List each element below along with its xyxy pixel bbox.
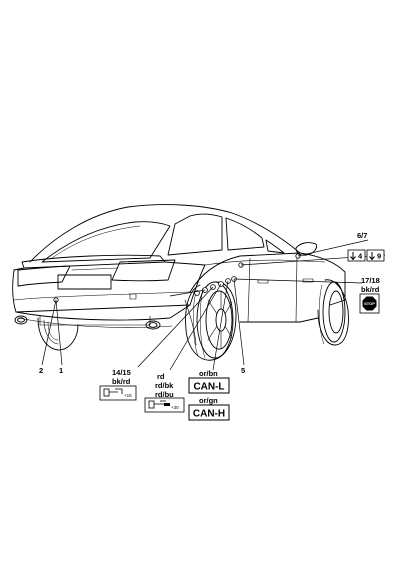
label-rd-bk: rd/bk — [155, 381, 174, 390]
label-6-7: 6/7 — [357, 231, 367, 240]
down-arrow-icon — [350, 252, 356, 261]
leader-lines — [41, 239, 386, 371]
can-h-badge: CAN-H — [188, 404, 230, 421]
terminal-15-badge: +15 — [99, 385, 137, 401]
front-wheel — [317, 279, 349, 346]
stop-badge-text: STOP — [364, 301, 375, 306]
label-rd-bu: rd/bu — [155, 390, 174, 399]
arrow-badge-4-text: 4 — [358, 252, 363, 261]
label-1: 1 — [59, 366, 63, 375]
arrow-badge-9-text: 9 — [377, 252, 381, 261]
car-illustration — [12, 204, 349, 361]
label-17-18-color: bk/rd — [361, 285, 380, 294]
wire-connector-icon — [103, 388, 123, 397]
label-rd: rd — [157, 372, 165, 381]
terminal-30-badge: +30 — [144, 397, 185, 413]
label-2: 2 — [39, 366, 43, 375]
label-or-bn: or/bn — [199, 369, 218, 378]
can-l-badge: CAN-L — [188, 377, 230, 394]
can-l-text: CAN-L — [193, 382, 224, 393]
label-5: 5 — [241, 366, 245, 375]
can-h-text: CAN-H — [193, 409, 225, 420]
stop-badge: STOP — [359, 293, 380, 314]
arrow-badge-9: 9 — [366, 249, 385, 262]
label-14-15-color: bk/rd — [112, 377, 131, 386]
down-arrow-icon — [369, 252, 375, 261]
terminal-30-text: +30 — [171, 405, 179, 410]
label-14-15: 14/15 — [112, 368, 131, 377]
label-or-gn: or/gn — [199, 396, 218, 405]
stop-sign-icon — [362, 296, 377, 311]
label-17-18: 17/18 — [361, 276, 380, 285]
arrow-badge-4: 4 — [347, 249, 366, 262]
terminal-15-text: +15 — [124, 393, 132, 398]
rear-wheel — [185, 281, 237, 361]
